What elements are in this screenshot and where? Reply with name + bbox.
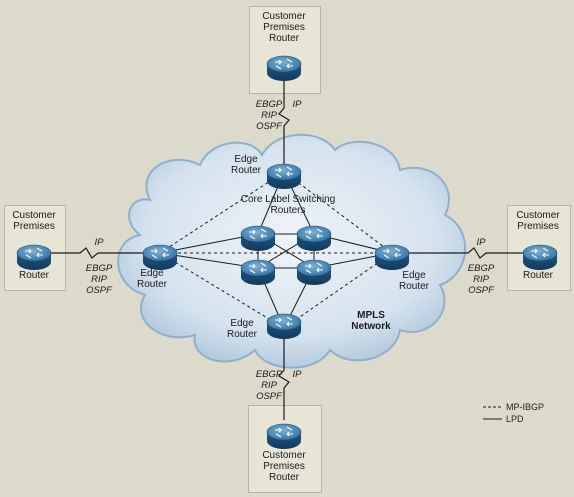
bottom-ebgp-label: EBGP xyxy=(255,369,283,380)
left-customer-label: Customer Premises xyxy=(12,210,56,232)
customer-router-bottom-icon xyxy=(266,423,302,449)
core-router-3-icon xyxy=(240,259,276,285)
edge-router-right-icon xyxy=(374,244,410,270)
left-rip-label: RIP xyxy=(91,274,107,285)
customer-router-left-icon xyxy=(16,244,52,270)
link-bottom-customer-edge xyxy=(278,328,290,420)
mpls-cloud xyxy=(117,133,467,369)
customer-links xyxy=(42,80,532,420)
edge-router-top-icon xyxy=(266,163,302,189)
link-left-customer-edge xyxy=(42,247,160,259)
right-ip-label: IP xyxy=(476,237,486,248)
left-customer-router-label: Router xyxy=(18,270,49,281)
legend-lpd: LPD xyxy=(506,414,524,424)
right-ospf-label: OSPF xyxy=(468,285,494,296)
bottom-ospf-label: OSPF xyxy=(256,391,282,402)
legend-mp-ibgp: MP-IBGP xyxy=(506,402,545,412)
customer-router-right-icon xyxy=(522,244,558,270)
top-ebgp-label: EBGP xyxy=(255,99,283,110)
left-ip-label: IP xyxy=(94,237,104,248)
left-ospf-label: OSPF xyxy=(86,285,112,296)
edge-router-left-label: Edge Router xyxy=(136,268,167,290)
right-rip-label: RIP xyxy=(473,274,489,285)
top-rip-label: RIP xyxy=(261,110,277,121)
core-routers-label: Core Label Switching Routers xyxy=(240,194,336,216)
edge-router-top-label: Edge Router xyxy=(230,154,261,176)
top-customer-label: Customer Premises Router xyxy=(262,11,306,44)
bottom-customer-label: Customer Premises Router xyxy=(262,450,306,483)
edge-router-bottom-icon xyxy=(266,313,302,339)
top-ip-label: IP xyxy=(292,99,302,110)
right-customer-router-label: Router xyxy=(522,270,553,281)
core-router-1-icon xyxy=(240,225,276,251)
bottom-ip-label: IP xyxy=(292,369,302,380)
customer-box-bottom xyxy=(248,405,322,493)
bottom-rip-label: RIP xyxy=(261,380,277,391)
right-ebgp-label: EBGP xyxy=(467,263,495,274)
core-router-4-icon xyxy=(296,259,332,285)
edge-router-left-icon xyxy=(142,244,178,270)
edge-router-right-label: Edge Router xyxy=(398,270,429,292)
top-ospf-label: OSPF xyxy=(256,121,282,132)
link-right-customer-edge xyxy=(392,247,532,259)
customer-router-top-icon xyxy=(266,55,302,81)
right-customer-label: Customer Premises xyxy=(516,210,560,232)
link-top-customer-edge xyxy=(278,80,290,172)
mpls-network-label: MPLS Network xyxy=(351,310,391,332)
left-ebgp-label: EBGP xyxy=(85,263,113,274)
legend-lines xyxy=(483,406,502,420)
core-router-2-icon xyxy=(296,225,332,251)
edge-router-bottom-label: Edge Router xyxy=(226,318,257,340)
mp-ibgp-links xyxy=(159,171,393,329)
